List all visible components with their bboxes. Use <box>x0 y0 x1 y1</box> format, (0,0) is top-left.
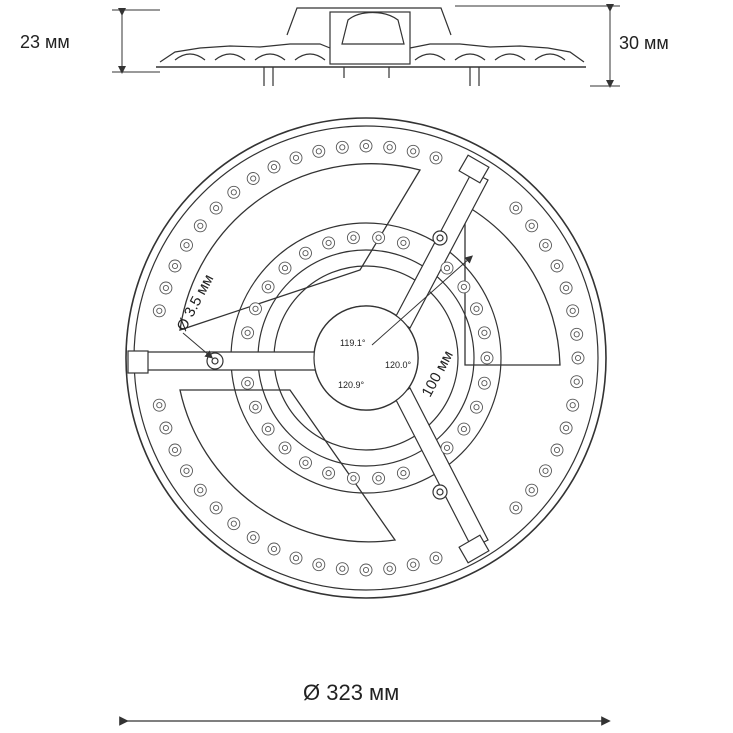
led-lens <box>350 234 357 241</box>
led-lens <box>432 555 440 562</box>
led-lens <box>197 487 204 494</box>
led-lens <box>292 154 300 161</box>
outer-led-ring <box>152 139 585 577</box>
led-lens <box>569 307 576 314</box>
led-lens <box>573 378 580 385</box>
led-lens <box>197 222 204 229</box>
led-lens <box>410 561 417 568</box>
led-lens <box>483 354 491 362</box>
height-dimension-left <box>112 8 160 74</box>
led-lens <box>171 262 179 270</box>
hole-leader <box>182 332 214 359</box>
led-lens <box>400 239 407 246</box>
angle-label-3: 120.9° <box>338 380 365 390</box>
led-lens <box>573 331 580 338</box>
led-lens <box>270 163 278 171</box>
led-lens <box>244 380 251 387</box>
led-lens <box>512 205 519 212</box>
led-lens <box>432 154 440 161</box>
led-lens <box>183 242 190 249</box>
led-lens <box>252 305 259 312</box>
led-lens <box>569 402 576 409</box>
radius-dimension-line <box>371 255 473 346</box>
led-lens <box>553 262 561 270</box>
led-lens <box>460 283 467 290</box>
led-lens <box>553 446 561 454</box>
led-lens <box>574 354 582 362</box>
led-lens <box>250 175 257 182</box>
led-lens <box>156 402 163 409</box>
angle-label-2: 120.0° <box>385 360 412 370</box>
led-lens <box>386 144 393 151</box>
led-lens <box>473 305 480 312</box>
height-right-label: 30 мм <box>619 33 669 53</box>
led-lens <box>563 424 570 432</box>
led-lens <box>386 565 393 572</box>
led-lens <box>230 189 237 196</box>
led-lens <box>281 265 289 272</box>
height-left-label: 23 мм <box>20 32 70 52</box>
angle-label-1: 119.1° <box>340 338 366 348</box>
inner-led-ring <box>241 231 494 485</box>
led-lens <box>252 404 259 411</box>
led-lens <box>315 561 322 568</box>
led-lens <box>563 284 570 292</box>
led-lens <box>528 487 535 494</box>
diameter-label: Ø 323 мм <box>303 680 399 705</box>
led-lens <box>350 475 357 482</box>
led-lens <box>362 142 370 150</box>
led-lens <box>265 426 272 433</box>
led-lens <box>315 148 322 155</box>
led-lens <box>443 265 451 272</box>
side-view <box>156 7 586 86</box>
led-lens <box>325 470 332 477</box>
led-lens <box>292 555 300 562</box>
led-lens <box>443 444 451 451</box>
led-lens <box>528 222 535 229</box>
led-lens <box>362 566 370 574</box>
led-lens <box>302 250 309 257</box>
led-lens <box>460 426 467 433</box>
led-lens <box>542 467 549 474</box>
led-lens <box>400 470 407 477</box>
led-lens <box>250 534 257 541</box>
led-lens <box>302 459 309 466</box>
led-lens <box>512 504 519 511</box>
led-lens <box>473 404 480 411</box>
led-lens <box>213 205 220 212</box>
led-lens <box>213 504 220 511</box>
led-lens <box>481 329 488 336</box>
led-lens <box>410 148 417 155</box>
led-lens <box>339 144 346 151</box>
led-lens <box>325 239 332 246</box>
led-lens <box>542 242 549 249</box>
led-lens <box>339 565 346 572</box>
led-lens <box>183 467 190 474</box>
led-lens <box>162 284 169 292</box>
led-lens <box>481 380 488 387</box>
led-lens <box>375 234 382 241</box>
height-dimension-right <box>455 4 620 88</box>
led-lens <box>162 424 169 432</box>
led-lens <box>281 444 289 451</box>
led-lens <box>244 329 251 336</box>
led-lens <box>270 545 278 553</box>
led-lens <box>156 307 163 314</box>
led-lens <box>171 446 179 454</box>
led-lens <box>265 283 272 290</box>
spokes <box>127 154 490 564</box>
led-lens <box>230 520 237 527</box>
led-lens <box>375 475 382 482</box>
